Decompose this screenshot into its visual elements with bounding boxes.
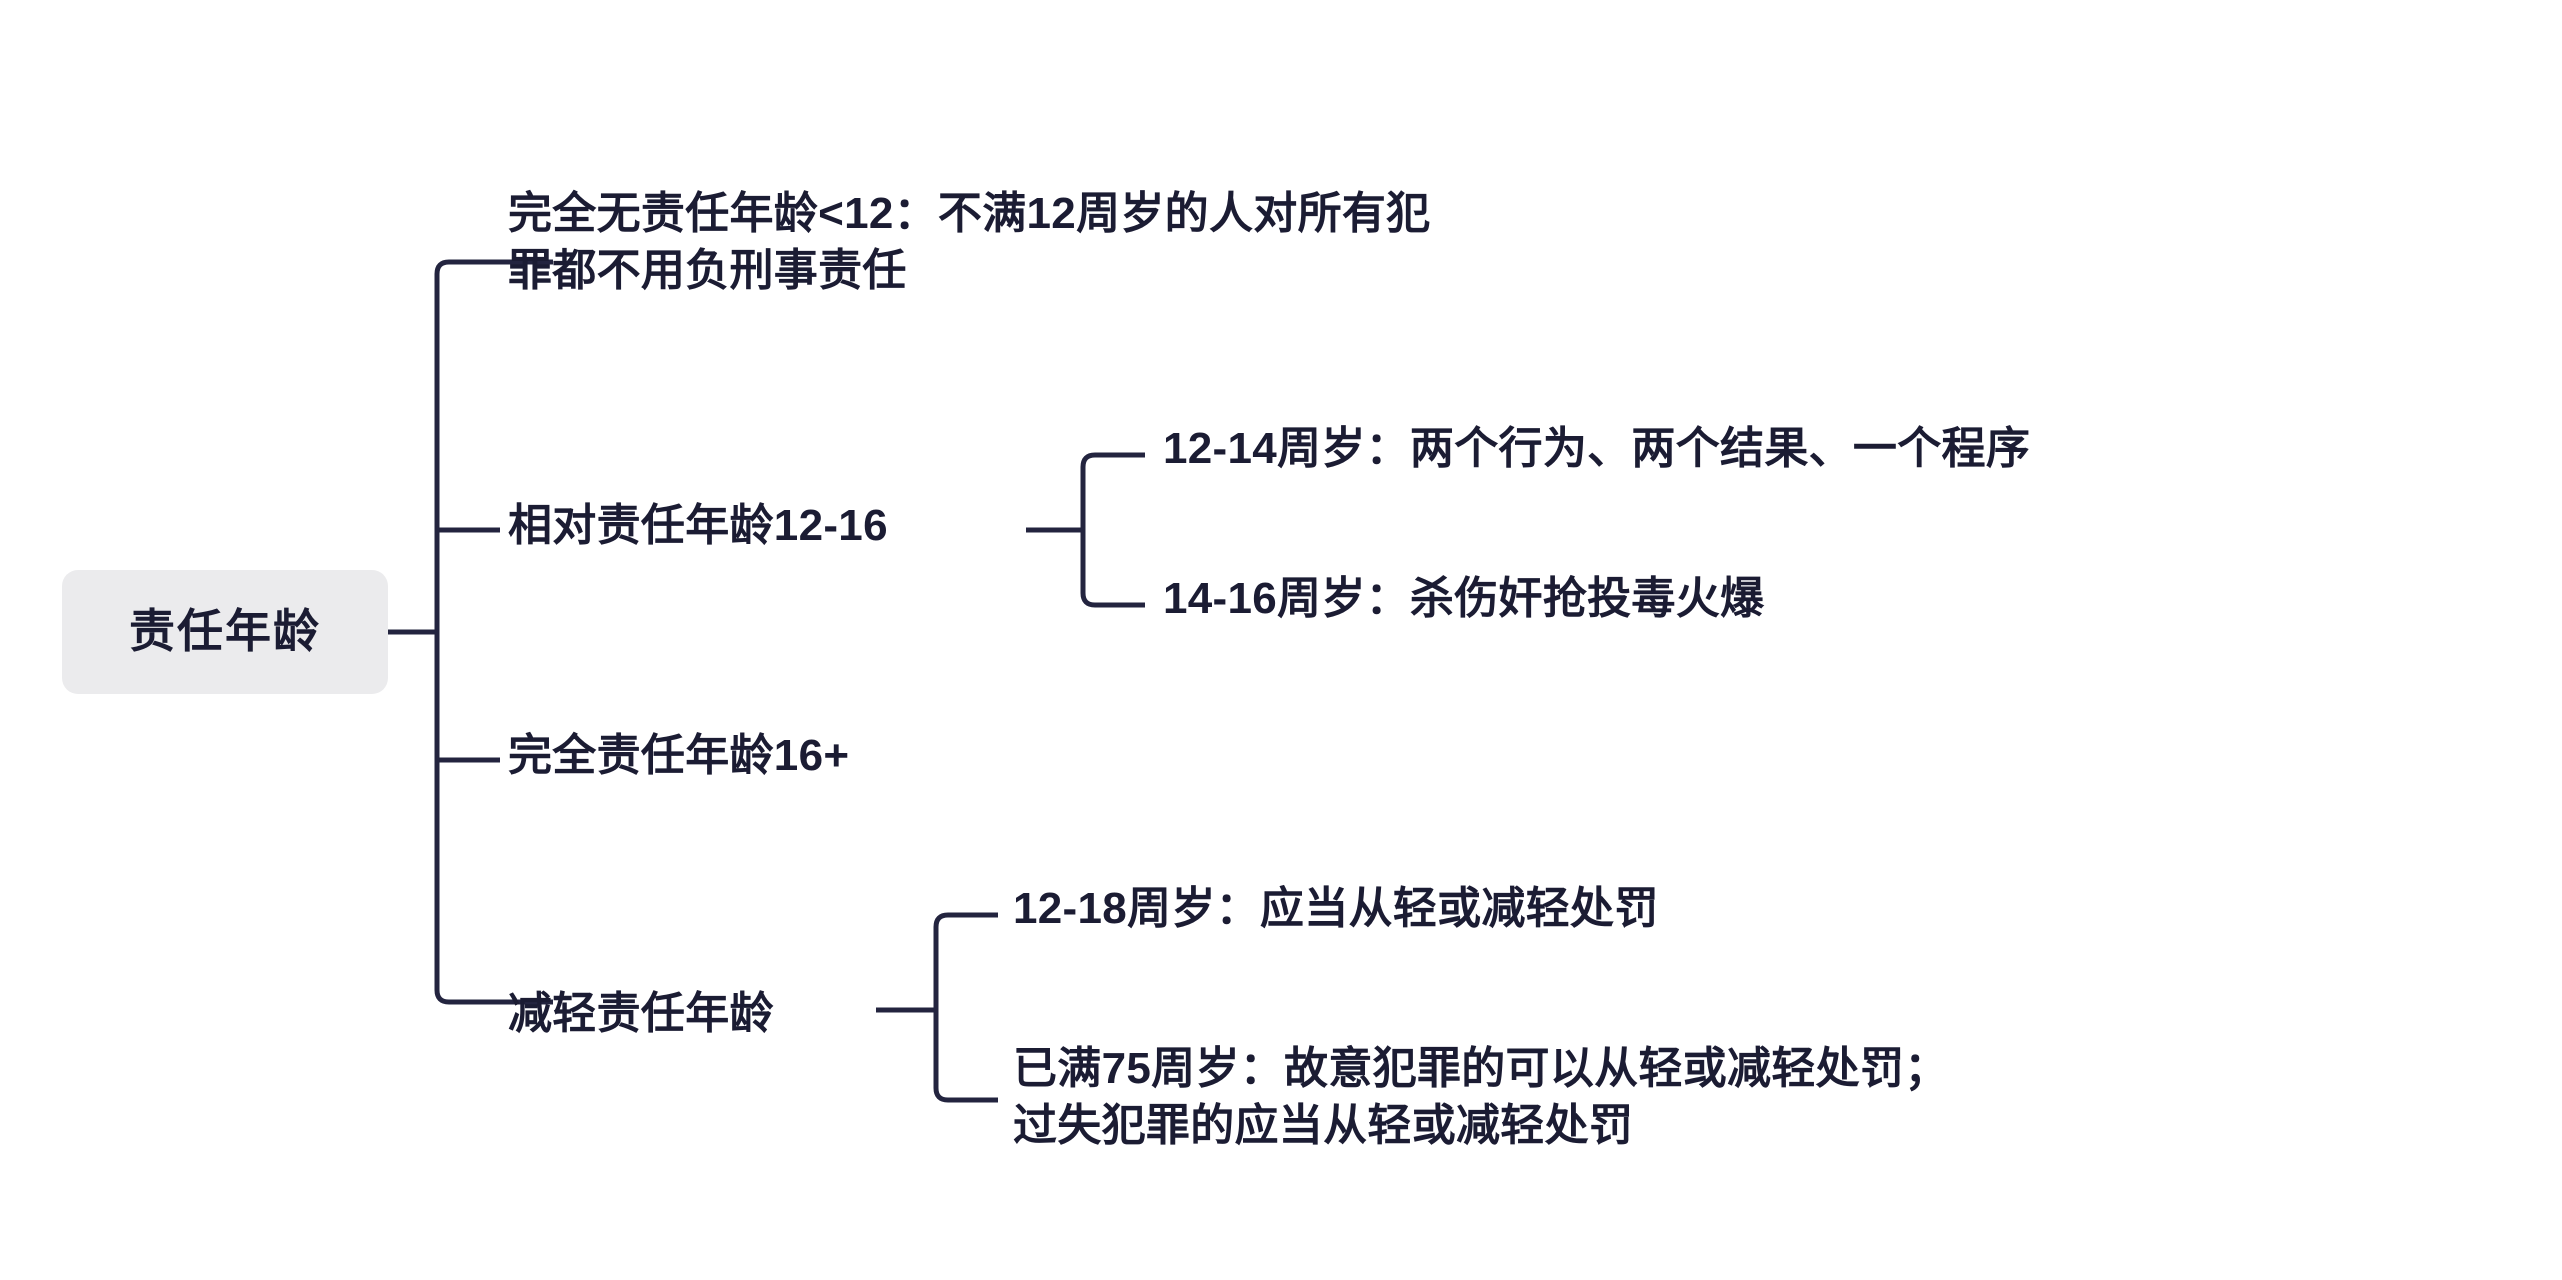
leaf-node-age-14-16[interactable]: 14-16周岁：杀伤奸抢投毒火爆 [1163,574,1765,623]
leaf-node-age-12-18[interactable]: 12-18周岁：应当从轻或减轻处罚 [1013,884,1659,933]
leaf-node-age-75-plus[interactable]: 已满75周岁：故意犯罪的可以从轻或减轻处罚； 过失犯罪的应当从轻或减轻处罚 [1013,1044,1949,1151]
leaf-node-age-12-14[interactable]: 12-14周岁：两个行为、两个结果、一个程序 [1163,424,2031,473]
root-node-label: 责任年龄 [129,605,321,658]
branch-node-no-liability-age[interactable]: 完全无责任年龄<12：不满12周岁的人对所有犯 罪都不用负刑事责任 [508,189,1431,296]
branch-node-full-liability-age[interactable]: 完全责任年龄16+ [508,731,850,780]
connector-level1-spine [434,259,553,1005]
connector-branch2-sub-bracket [1080,452,1145,608]
branch-node-mitigated-liability-age[interactable]: 减轻责任年龄 [508,989,774,1038]
branch-node-relative-liability-age[interactable]: 相对责任年龄12-16 [508,501,888,550]
connector-branch4-sub-bracket [933,912,998,1103]
root-node[interactable]: 责任年龄 [62,570,388,694]
